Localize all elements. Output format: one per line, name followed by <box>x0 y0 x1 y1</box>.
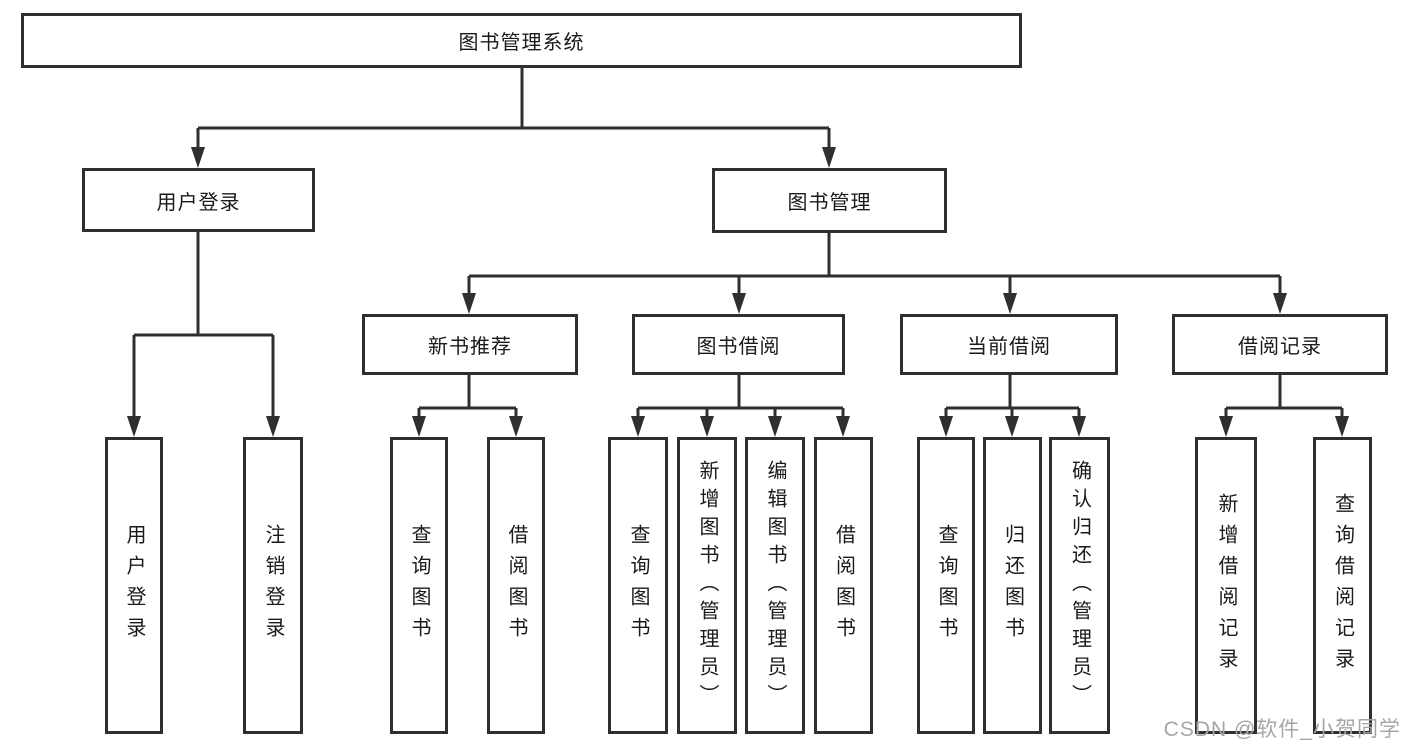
leaf-query-books: 查询图书 <box>608 437 668 734</box>
leaf-borrow-books: 借阅图书 <box>814 437 873 734</box>
node-label: 查询借阅记录 <box>1331 492 1354 679</box>
csdn-watermark: CSDN @软件_小贺同学 <box>1163 718 1401 741</box>
node-label: 确认归还（管理员） <box>1068 459 1091 712</box>
node-label: 图书借阅 <box>696 336 781 358</box>
node-label: 用户登录 <box>156 191 241 214</box>
node-label: 当前借阅 <box>967 336 1051 358</box>
node-label: 注销登录 <box>262 523 284 648</box>
node-label: 新书推荐 <box>428 336 512 358</box>
node-label: 图书管理系统 <box>458 32 585 54</box>
leaf-confirm-return-admin: 确认归还（管理员） <box>1049 437 1110 734</box>
node-label: 查询图书 <box>935 523 957 648</box>
node-label: 查询图书 <box>627 523 649 648</box>
node-label: 新增借阅记录 <box>1215 492 1237 679</box>
node-label: 新增图书（管理员） <box>696 459 718 712</box>
leaf-query-books: 查询图书 <box>390 437 448 734</box>
leaf-query-borrow-record: 查询借阅记录 <box>1313 437 1372 734</box>
leaf-borrow-books: 借阅图书 <box>487 437 545 734</box>
leaf-add-borrow-record: 新增借阅记录 <box>1195 437 1257 734</box>
node-borrowing-records: 借阅记录 <box>1172 314 1388 375</box>
node-user-login: 用户登录 <box>82 168 315 232</box>
node-label: 图书管理 <box>787 192 872 214</box>
node-label: 借阅记录 <box>1238 336 1322 358</box>
node-label: 归还图书 <box>1001 523 1024 648</box>
leaf-logout: 注销登录 <box>243 437 303 734</box>
node-label: 借阅图书 <box>505 523 527 648</box>
leaf-return-books: 归还图书 <box>983 437 1042 734</box>
node-current-borrowing: 当前借阅 <box>900 314 1118 375</box>
leaf-query-books: 查询图书 <box>917 437 975 734</box>
leaf-user-login: 用户登录 <box>105 437 163 734</box>
node-book-borrowing: 图书借阅 <box>632 314 845 375</box>
node-library-management-system: 图书管理系统 <box>21 13 1022 68</box>
node-new-book-recommendation: 新书推荐 <box>362 314 578 375</box>
node-label: 用户登录 <box>123 523 145 648</box>
leaf-add-books-admin: 新增图书（管理员） <box>677 437 737 734</box>
node-book-management: 图书管理 <box>712 168 947 233</box>
leaf-edit-books-admin: 编辑图书（管理员） <box>745 437 805 734</box>
node-label: 编辑图书（管理员） <box>764 459 786 712</box>
node-label: 借阅图书 <box>832 523 855 648</box>
node-label: 查询图书 <box>408 523 430 648</box>
